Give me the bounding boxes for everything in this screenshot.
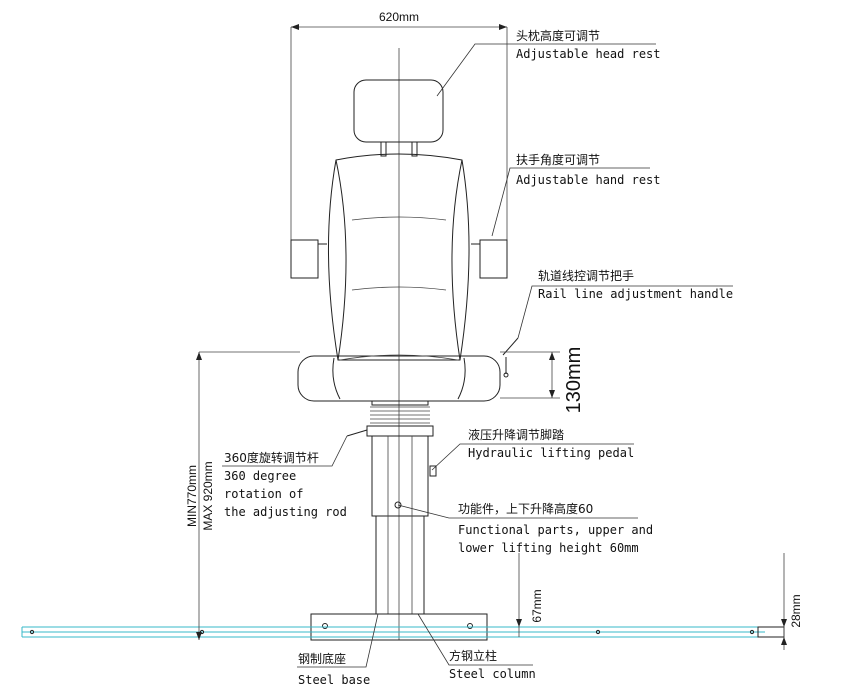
rail-handle-label-en: Rail line adjustment handle (538, 287, 733, 301)
steel-column-label-en: Steel column (449, 667, 536, 681)
pedal-label-en: Hydraulic lifting pedal (468, 446, 634, 460)
rotation-label-en-2: rotation of (224, 487, 303, 501)
spring-mechanism (346, 400, 434, 437)
seat-height-label: 130mm (563, 347, 585, 414)
steel-base-label-en: Steel base (298, 673, 370, 687)
hand-rest-label-cn: 扶手角度可调节 (516, 152, 600, 167)
steel-column (371, 435, 437, 615)
head-rest-label-cn: 头枕高度可调节 (516, 28, 600, 43)
width-dimension-label: 620mm (379, 10, 419, 24)
rail-handle (502, 337, 519, 378)
annotation-steel-column: 方钢立柱 Steel column (449, 648, 536, 681)
rotation-label-en-1: 360 degree (224, 469, 296, 483)
seat-height-dimension: 130mm (500, 347, 585, 414)
annotation-rotation-rod: 360度旋转调节杆 360 degree rotation of the adj… (224, 450, 347, 519)
head-rest-label-en: Adjustable head rest (516, 47, 661, 61)
leader-lines (222, 43, 733, 668)
pedal-label-cn: 液压升降调节脚踏 (468, 427, 564, 442)
annotation-rail-handle: 轨道线控调节把手 Rail line adjustment handle (538, 269, 733, 301)
head-rest (353, 79, 444, 157)
hand-rest-label-en: Adjustable hand rest (516, 173, 661, 187)
annotation-steel-base: 钢制底座 Steel base (298, 651, 370, 687)
steel-base-label-cn: 钢制底座 (298, 651, 346, 666)
rail-height-label: 67mm (530, 589, 544, 622)
functional-label-en-2: lower lifting height 60mm (458, 541, 639, 555)
rail-height-dimension: 67mm (516, 553, 544, 637)
rail (21, 626, 785, 638)
rotation-label-cn: 360度旋转调节杆 (224, 450, 319, 465)
steel-column-label-cn: 方钢立柱 (449, 648, 497, 663)
rail-depth-dimension: 28mm (781, 553, 803, 650)
arm-rests (290, 239, 508, 279)
annotation-functional-parts: 功能件，上下升降高度60 Functional parts, upper and… (458, 501, 653, 555)
functional-label-en-1: Functional parts, upper and (458, 523, 653, 537)
rail-handle-label-cn: 轨道线控调节把手 (538, 269, 634, 283)
annotation-hand-rest: 扶手角度可调节 Adjustable hand rest (516, 152, 661, 187)
annotation-pedal: 液压升降调节脚踏 Hydraulic lifting pedal (468, 427, 634, 460)
functional-label-cn: 功能件，上下升降高度60 (458, 501, 593, 516)
backrest (327, 153, 470, 361)
annotation-head-rest: 头枕高度可调节 Adjustable head rest (516, 28, 661, 61)
overall-height-dimension: MIN770mm MAX 920mm (185, 351, 300, 640)
width-dimension: 620mm (290, 10, 508, 248)
rail-depth-label: 28mm (789, 594, 803, 627)
height-max-label: MAX 920mm (201, 461, 215, 530)
rotation-label-en-3: the adjusting rod (224, 505, 347, 519)
height-min-label: MIN770mm (185, 465, 199, 527)
